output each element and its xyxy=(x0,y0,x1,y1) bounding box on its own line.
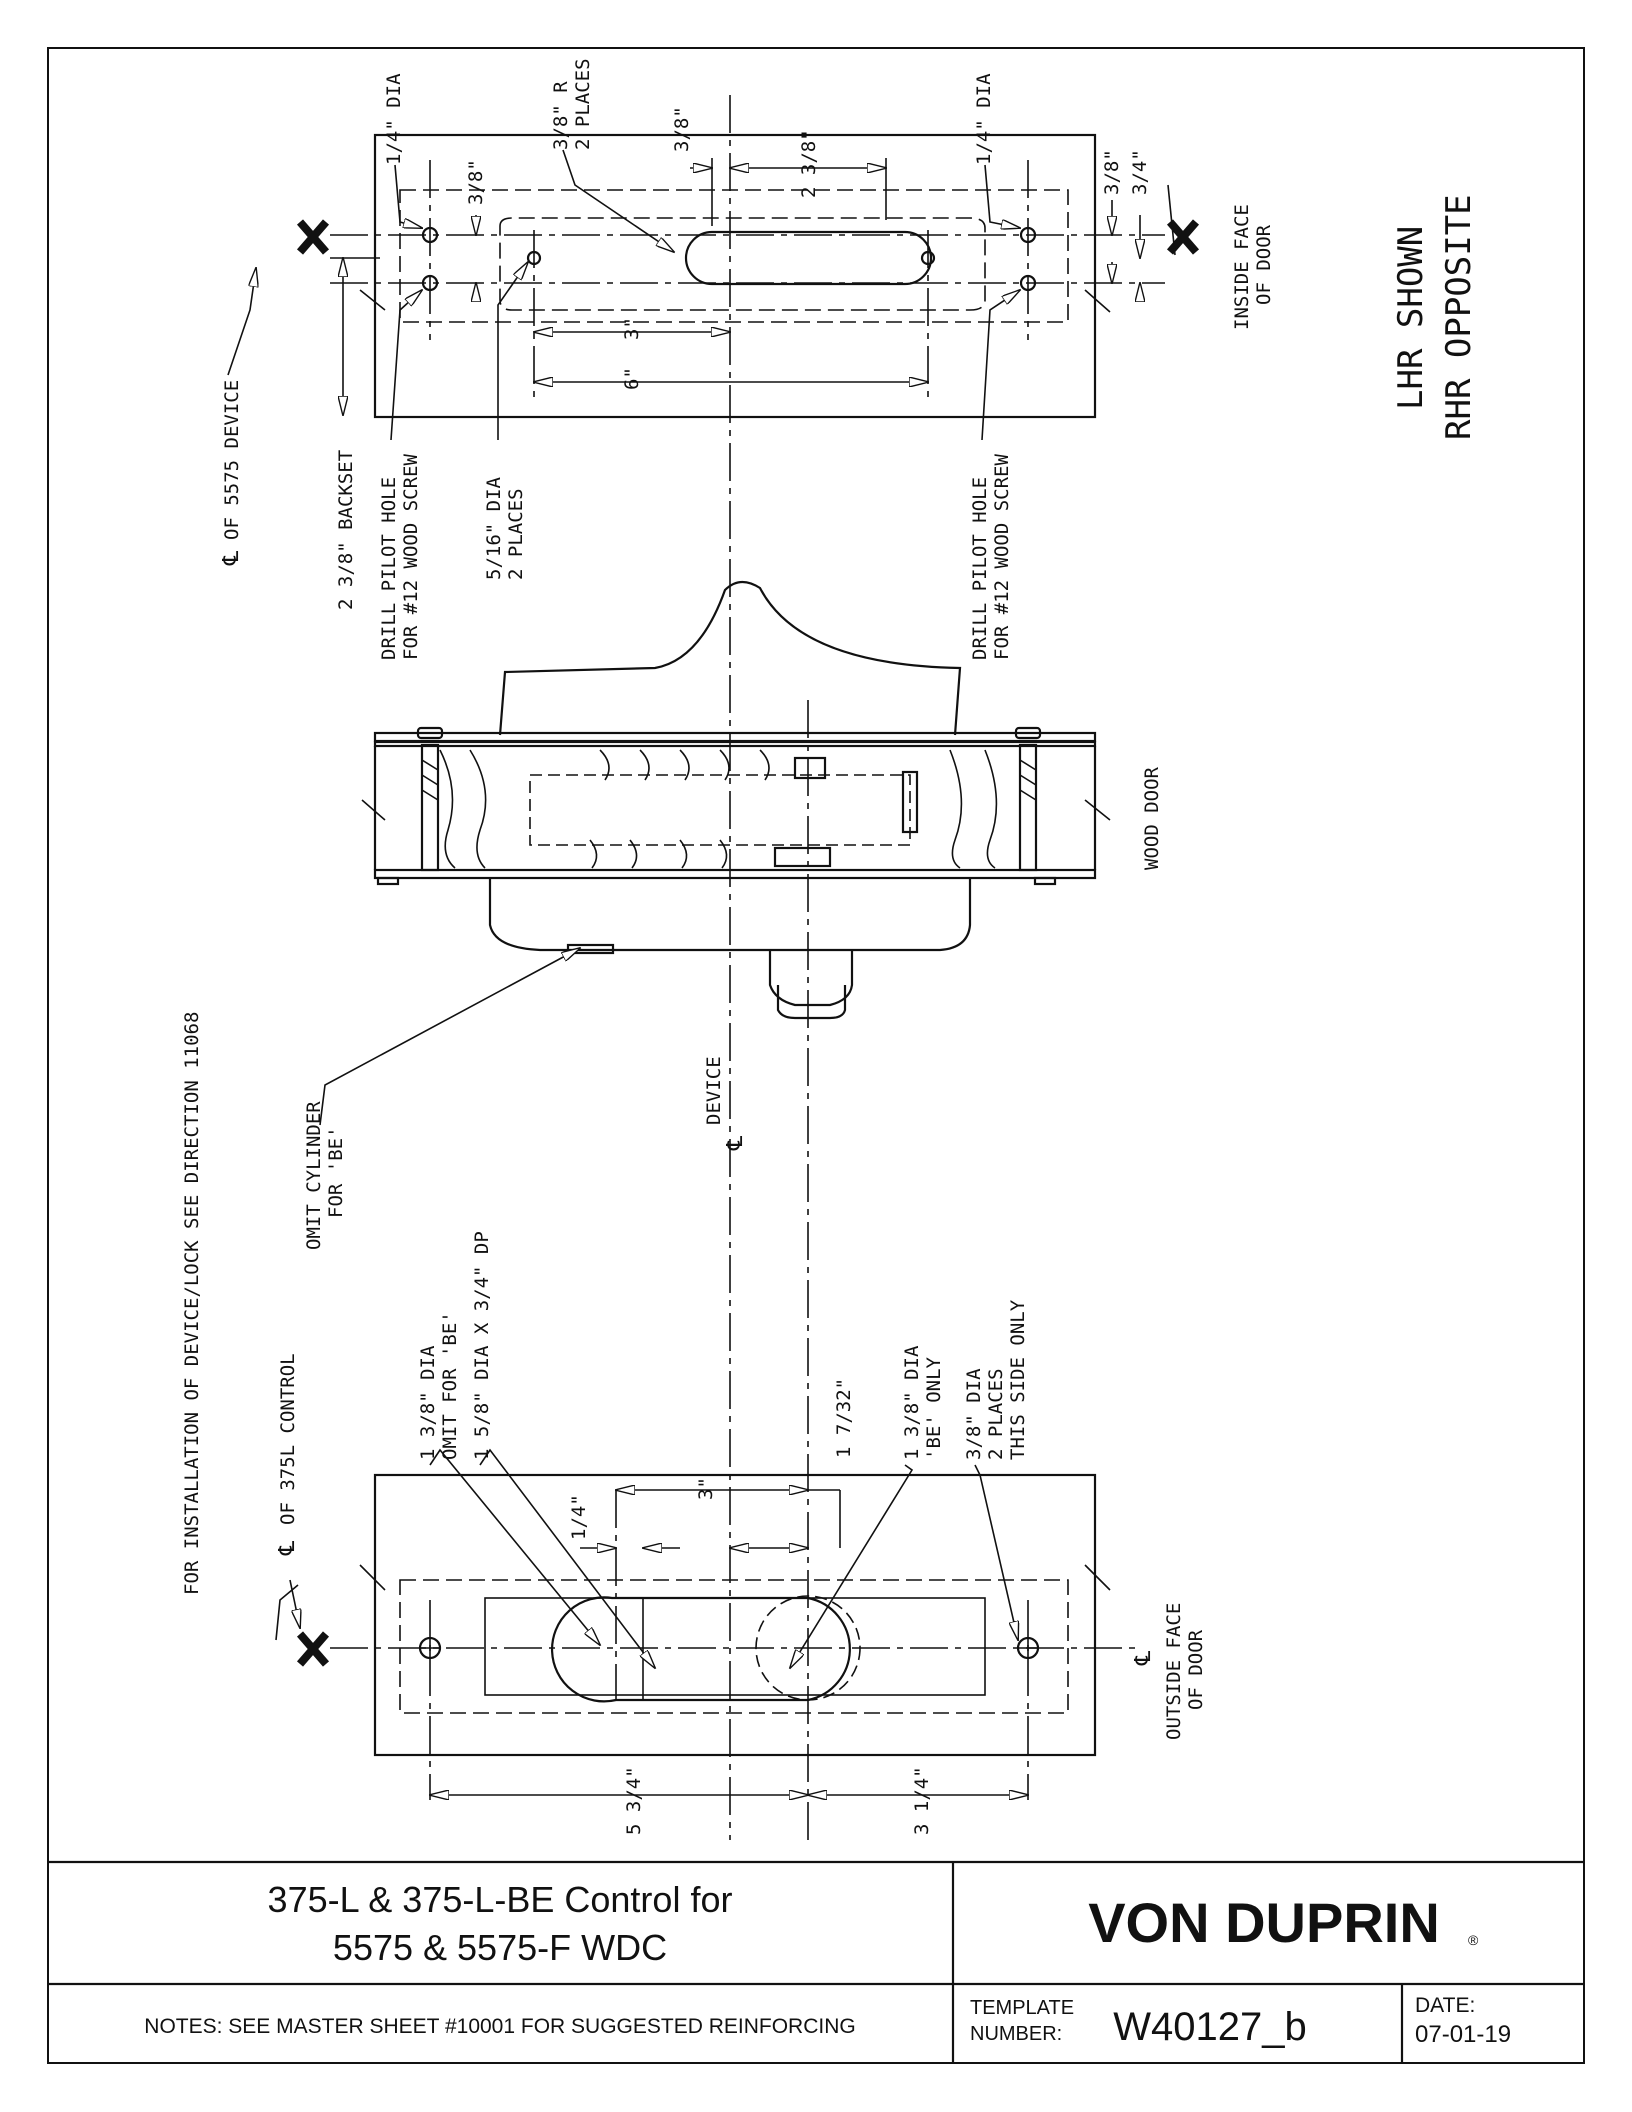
svg-text:OF DOOR: OF DOOR xyxy=(1185,1629,1207,1710)
x-mark-icon xyxy=(296,219,330,255)
svg-text:3/8": 3/8" xyxy=(1101,149,1123,195)
svg-text:1/4": 1/4" xyxy=(568,1494,590,1540)
svg-text:1/4" DIA: 1/4" DIA xyxy=(383,73,405,165)
svg-text:℄: ℄ xyxy=(219,550,244,566)
pilot-hole xyxy=(1019,226,1037,244)
dia-516-hole xyxy=(920,250,936,266)
svg-text:2 PLACES: 2 PLACES xyxy=(572,58,594,150)
svg-text:1 5/8" DIA X 3/4" DP: 1 5/8" DIA X 3/4" DP xyxy=(471,1231,493,1460)
section-view-labels: WOOD DOOR OMIT CYLINDER FOR 'BE' DEVICE … xyxy=(181,766,1163,1595)
inside-view-labels: LHR SHOWN RHR OPPOSITE INSIDE FACE OF DO… xyxy=(219,58,1479,660)
svg-text:5/16" DIA: 5/16" DIA xyxy=(483,476,505,580)
svg-text:3/8": 3/8" xyxy=(465,159,487,205)
brand-logo: VON DUPRIN xyxy=(1088,1891,1440,1954)
svg-text:INSIDE FACE: INSIDE FACE xyxy=(1231,204,1253,330)
svg-text:3/8" R: 3/8" R xyxy=(550,81,572,150)
svg-text:FOR 'BE': FOR 'BE' xyxy=(325,1126,347,1218)
pilot-hole xyxy=(421,226,439,244)
svg-text:FOR #12 WOOD SCREW: FOR #12 WOOD SCREW xyxy=(400,454,422,660)
svg-text:OF 5575 DEVICE: OF 5575 DEVICE xyxy=(221,380,243,540)
svg-text:1 7/32": 1 7/32" xyxy=(833,1378,855,1458)
section-view xyxy=(319,580,1111,1126)
svg-text:℄: ℄ xyxy=(723,1135,748,1151)
svg-text:DATE:: DATE: xyxy=(1415,1994,1475,2017)
svg-text:3": 3" xyxy=(621,317,643,340)
inside-view xyxy=(227,133,1200,441)
svg-text:1 3/8" DIA: 1 3/8" DIA xyxy=(417,1345,439,1460)
template-number: W40127_b xyxy=(1113,2005,1306,2049)
svg-text:OMIT CYLINDER: OMIT CYLINDER xyxy=(303,1101,325,1250)
outside-view-labels: OF 375L CONTROL ℄ 1 3/8" DIA OMIT FOR 'B… xyxy=(275,1231,1207,1835)
svg-text:FOR #12 WOOD SCREW: FOR #12 WOOD SCREW xyxy=(991,454,1013,660)
svg-text:THIS SIDE ONLY: THIS SIDE ONLY xyxy=(1007,1299,1029,1460)
svg-text:DRILL PILOT HOLE: DRILL PILOT HOLE xyxy=(378,477,400,660)
registered-mark: ® xyxy=(1468,1932,1479,1948)
wood-door-label: WOOD DOOR xyxy=(1141,766,1163,870)
outside-view xyxy=(275,1448,1140,1800)
x-mark-icon xyxy=(296,1631,330,1667)
svg-text:3/8": 3/8" xyxy=(671,106,693,152)
title-block: 375-L & 375-L-BE Control for 5575 & 5575… xyxy=(48,1860,1584,2063)
svg-text:TEMPLATE: TEMPLATE xyxy=(970,1997,1074,2019)
installation-note: FOR INSTALLATION OF DEVICE/LOCK SEE DIRE… xyxy=(181,1012,203,1595)
svg-text:2 3/8" BACKSET: 2 3/8" BACKSET xyxy=(335,450,357,610)
notes-text: NOTES: SEE MASTER SHEET #10001 FOR SUGGE… xyxy=(144,2015,855,2038)
svg-text:OF DOOR: OF DOOR xyxy=(1253,224,1275,305)
svg-text:℄: ℄ xyxy=(275,1540,300,1556)
svg-text:3": 3" xyxy=(695,1477,717,1500)
centerline-symbol: ℄ xyxy=(1131,1650,1156,1666)
pilot-hole xyxy=(421,274,439,292)
rhr-opposite-label: RHR OPPOSITE xyxy=(1439,194,1479,440)
svg-text:1/4" DIA: 1/4" DIA xyxy=(973,73,995,165)
svg-text:2 3/8": 2 3/8" xyxy=(798,129,820,198)
svg-text:2 PLACES: 2 PLACES xyxy=(985,1368,1007,1460)
svg-text:1 3/8" DIA: 1 3/8" DIA xyxy=(901,1345,923,1460)
svg-text:3/4": 3/4" xyxy=(1129,149,1151,195)
svg-text:5 3/4": 5 3/4" xyxy=(623,1766,645,1835)
svg-text:OUTSIDE FACE: OUTSIDE FACE xyxy=(1163,1603,1185,1740)
date-value: 07-01-19 xyxy=(1415,2021,1511,2048)
svg-text:OMIT FOR 'BE': OMIT FOR 'BE' xyxy=(439,1311,461,1460)
svg-text:OF 375L CONTROL: OF 375L CONTROL xyxy=(277,1353,299,1525)
svg-text:DEVICE: DEVICE xyxy=(703,1056,725,1125)
svg-text:NUMBER:: NUMBER: xyxy=(970,2023,1062,2045)
dia-516-hole xyxy=(526,250,542,266)
svg-text:6": 6" xyxy=(621,367,643,390)
svg-text:3 1/4": 3 1/4" xyxy=(911,1766,933,1835)
lhr-shown-label: LHR SHOWN xyxy=(1391,226,1431,410)
sheet-border xyxy=(47,47,1585,2064)
svg-text:2 PLACES: 2 PLACES xyxy=(505,488,527,580)
pilot-hole xyxy=(1019,274,1037,292)
svg-text:'BE' ONLY: 'BE' ONLY xyxy=(923,1356,945,1460)
drawing-title-line-1: 375-L & 375-L-BE Control for xyxy=(268,1879,733,1920)
drawing-title-line-2: 5575 & 5575-F WDC xyxy=(333,1927,667,1968)
svg-text:3/8" DIA: 3/8" DIA xyxy=(963,1368,985,1460)
svg-text:DRILL PILOT HOLE: DRILL PILOT HOLE xyxy=(969,477,991,660)
